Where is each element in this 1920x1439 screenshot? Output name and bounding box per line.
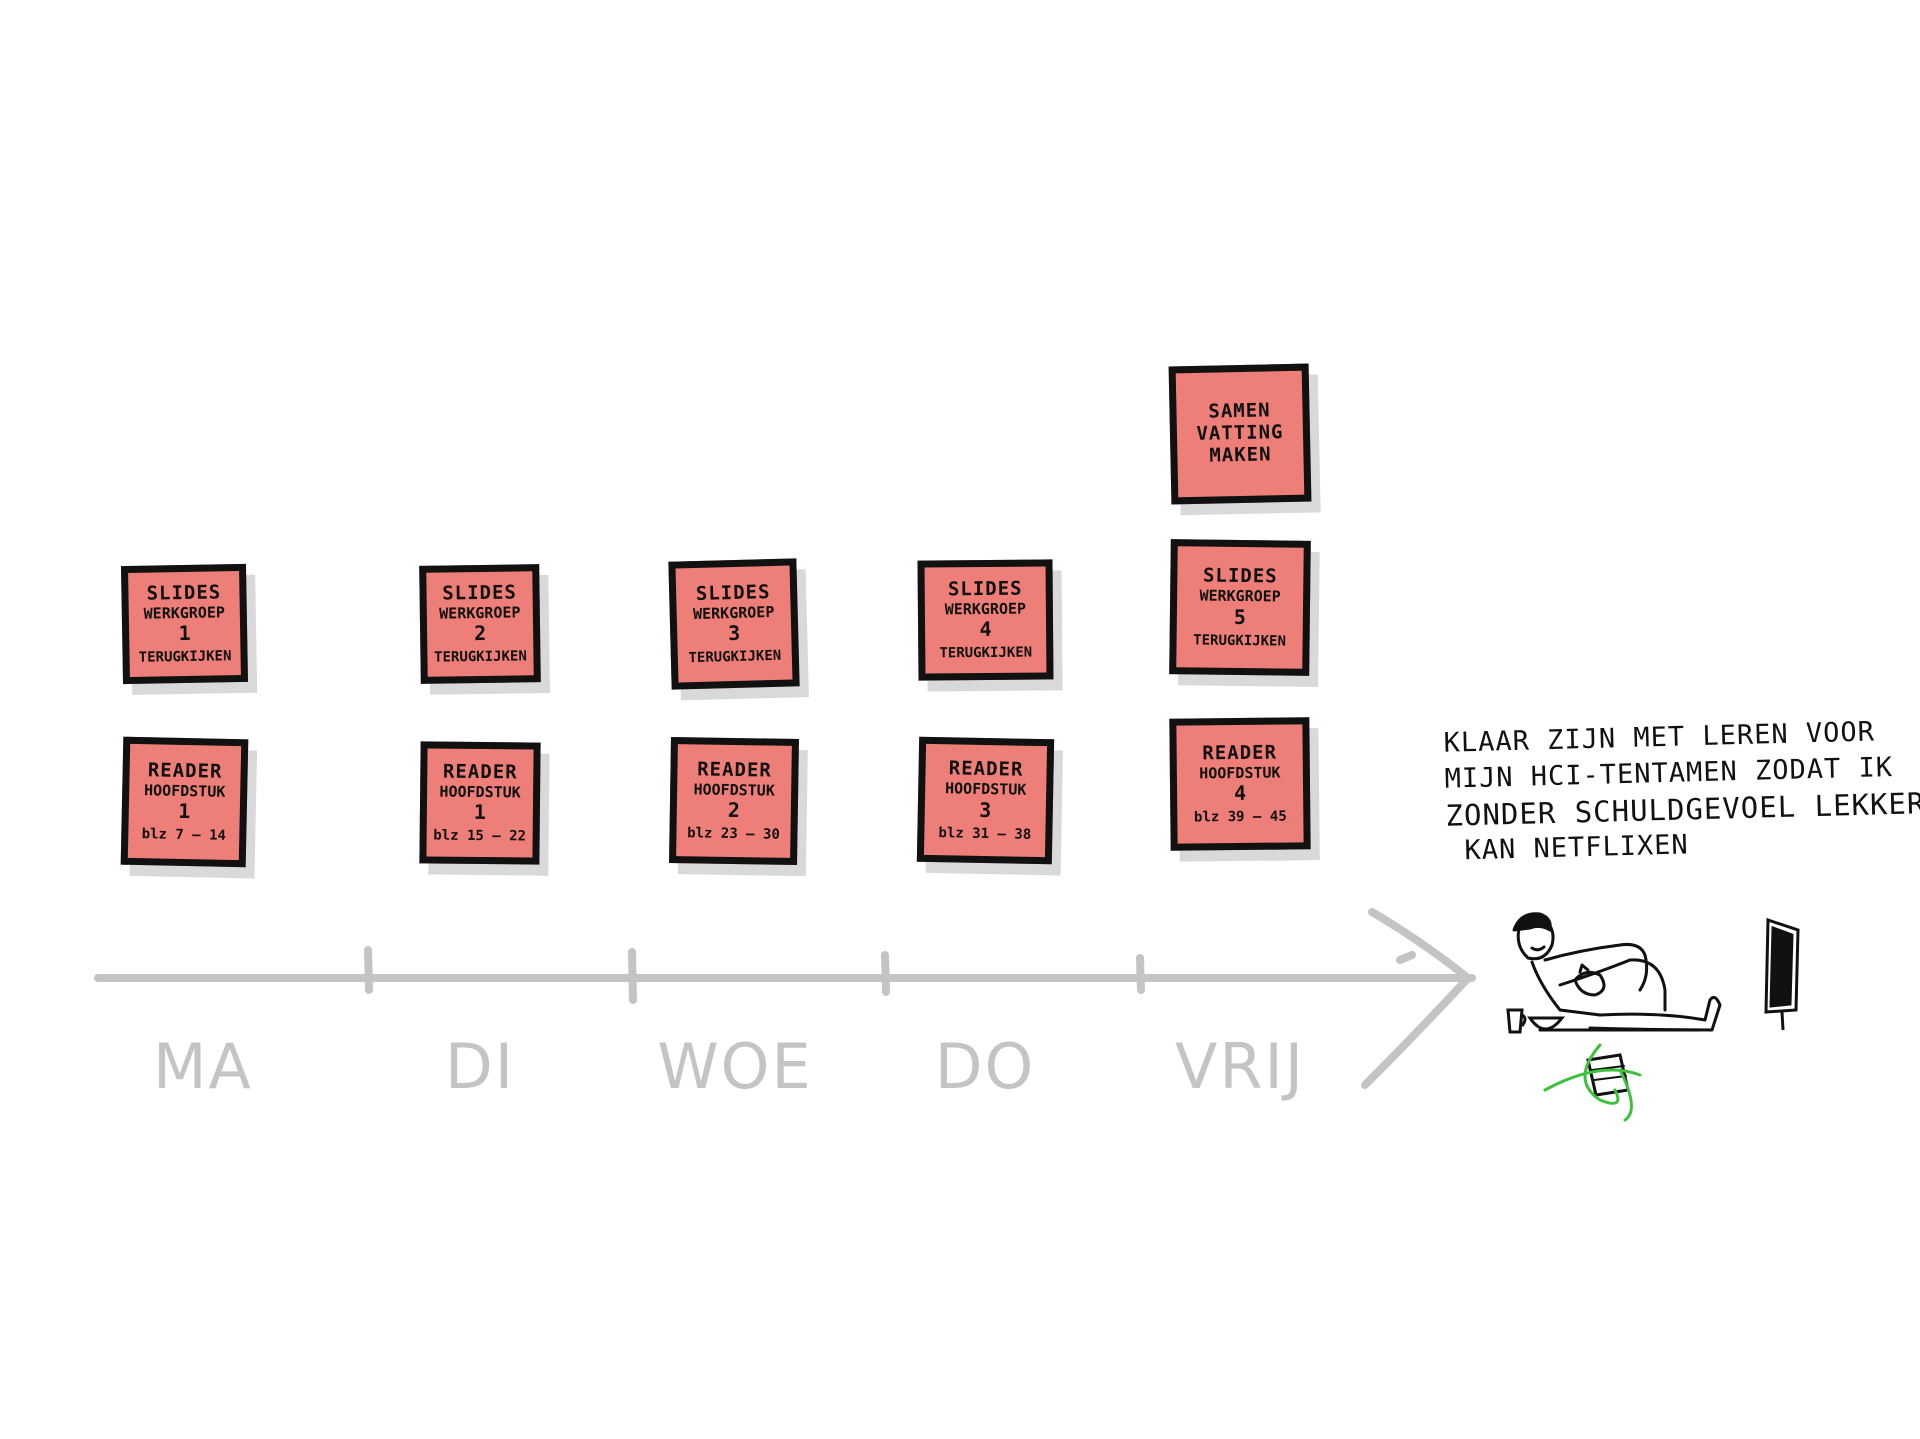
tv-icon [1764, 917, 1800, 1031]
note-footer: TERUGKIJKEN [138, 648, 232, 666]
note-title: READER [442, 760, 518, 784]
note-footer: blz 39 – 45 [1193, 808, 1287, 826]
note-footer: blz 15 – 22 [433, 827, 527, 845]
note-number: 4 [1233, 780, 1247, 806]
note-subtitle: HOOFDSTUK [944, 779, 1027, 800]
note-title: READER [696, 758, 772, 782]
note-subtitle: WERKGROEP [944, 599, 1027, 619]
note-number: 3 [727, 620, 741, 646]
note-number: 5 [1233, 604, 1247, 629]
note-number: 4 [979, 616, 992, 642]
day-label-do: DO [934, 1030, 1036, 1103]
timeline-arrowhead [1361, 908, 1474, 1089]
bowl-icon [1527, 1016, 1566, 1031]
timeline-axis [94, 973, 1476, 982]
note-number: 1 [473, 799, 487, 825]
note-number: 3 [979, 797, 992, 822]
timeline-tick-3 [881, 951, 890, 996]
note-subtitle: HOOFDSTUK [143, 780, 226, 801]
note-line: MAKEN [1209, 443, 1272, 467]
goal-text: KLAAR ZIJN MET LEREN VOOR MIJN HCI-TENTA… [1443, 714, 1920, 869]
note-footer: blz 31 – 38 [938, 824, 1032, 843]
note-title: SLIDES [947, 577, 1023, 601]
note-subtitle: HOOFDSTUK [693, 780, 775, 800]
cup-icon [1506, 1008, 1527, 1034]
note-title: READER [147, 759, 223, 783]
note-title: READER [948, 757, 1024, 782]
note-subtitle: WERKGROEP [1199, 586, 1281, 606]
note-subtitle: HOOFDSTUK [1199, 763, 1281, 783]
note-line: SAMEN [1208, 399, 1271, 423]
note-footer: TERUGKIJKEN [939, 644, 1033, 662]
crossed-out-book-icon [1543, 1043, 1642, 1122]
note-title: SLIDES [442, 581, 518, 605]
note-subtitle: HOOFDSTUK [439, 782, 521, 802]
timeline-arrowhead-mark [1396, 951, 1416, 964]
person-relaxing-icon [1512, 912, 1722, 1032]
note-footer: TERUGKIJKEN [688, 647, 782, 667]
timeline-tick-4 [1136, 954, 1145, 994]
note-title: SLIDES [695, 580, 771, 605]
note-number: 1 [178, 798, 191, 824]
timeline-tick-1 [364, 946, 373, 994]
note-number: 2 [727, 797, 741, 823]
day-label-woe: WOE [657, 1030, 813, 1103]
day-label-di: DI [444, 1030, 516, 1103]
note-footer: blz 7 – 14 [141, 826, 227, 844]
day-label-vrij: VRIJ [1174, 1030, 1306, 1103]
day-label-ma: MA [153, 1030, 253, 1103]
note-title: SLIDES [146, 581, 222, 605]
note-line: VATTING [1196, 421, 1284, 445]
note-footer: TERUGKIJKEN [433, 648, 527, 666]
timeline-tick-2 [628, 948, 637, 1004]
note-footer: TERUGKIJKEN [1193, 631, 1287, 650]
note-subtitle: WERKGROEP [143, 603, 226, 623]
note-number: 2 [473, 620, 487, 646]
note-subtitle: WERKGROEP [439, 603, 521, 623]
note-title: READER [1202, 741, 1278, 765]
note-footer: blz 23 – 30 [687, 825, 780, 843]
note-title: SLIDES [1202, 564, 1278, 588]
note-number: 1 [178, 620, 191, 646]
